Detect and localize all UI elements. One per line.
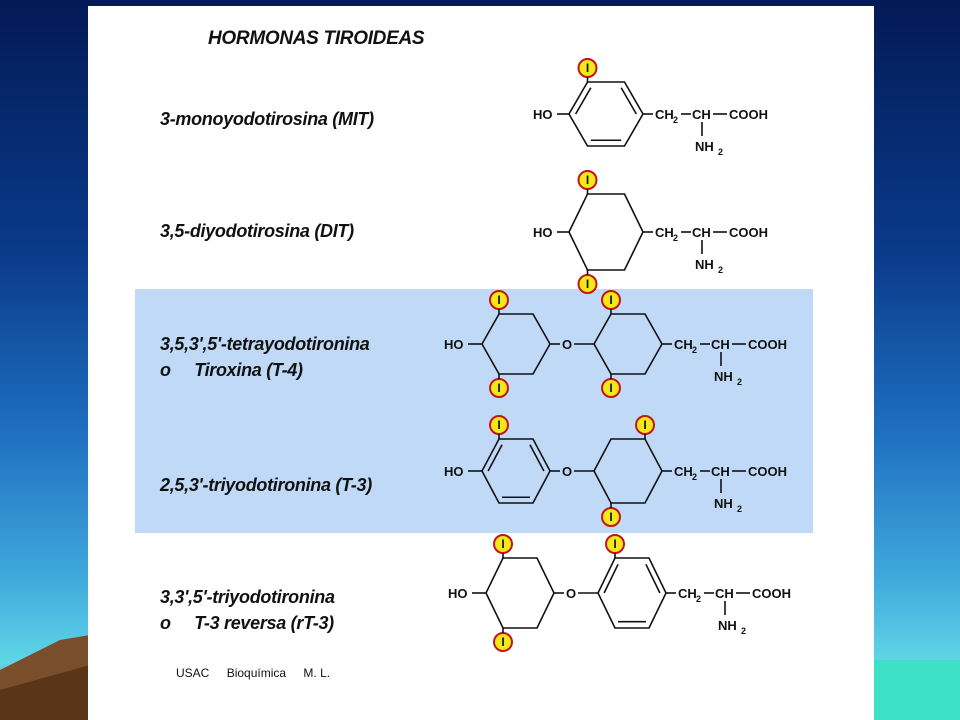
ether-oxygen-label: O [566,586,576,601]
svg-text:I: I [501,635,504,649]
credit-course: Bioquímica [226,666,287,680]
svg-text:I: I [586,277,589,291]
iodine-atom: I [493,534,513,554]
compound-line1: 3-monoyodotirosina (MIT) [160,109,374,129]
iodine-atom: I [489,378,509,398]
compound-name-t3: 2,5,3'-triyodotironina (T-3) [160,472,372,498]
inner-ring [593,438,663,504]
svg-text:I: I [586,61,589,75]
hydroxyl-label: HO [444,464,464,479]
nh-label: NH [714,496,733,511]
cooh-label: COOH [729,225,768,240]
compound-line1: 3,5,3',5'-tetrayodotironina [160,334,370,354]
svg-text:I: I [643,418,646,432]
tyrosine-ring [568,193,644,271]
nh-label: NH [714,369,733,384]
iodine-atom: I [577,274,598,294]
ch2-subscript: 2 [673,233,678,243]
svg-text:I: I [609,381,612,395]
cooh-label: COOH [748,337,787,352]
ch2-subscript: 2 [692,345,697,355]
compound-name-mit: 3-monoyodotirosina (MIT) [160,106,374,132]
outer-ring [485,557,555,629]
inner-ring [593,313,663,375]
iodine-atom: I [601,290,621,310]
inner-phenyl-ring [597,557,667,629]
svg-text:I: I [609,510,612,524]
nh-label: NH [718,618,737,633]
iodine-atom: I [489,415,509,435]
nh2-subscript: 2 [737,504,742,514]
ch2-label: CH [655,225,674,240]
hydroxyl-label: HO [533,225,553,240]
svg-text:I: I [609,293,612,307]
compound-name-dit: 3,5-diyodotirosina (DIT) [160,218,354,244]
compound-line2: o T-3 reversa (rT-3) [160,613,334,633]
nh2-subscript: 2 [737,377,742,387]
iodine-atom: I [601,378,621,398]
outer-ring [481,313,551,375]
svg-text:I: I [613,537,616,551]
ch2-subscript: 2 [696,594,701,604]
nh2-subscript: 2 [718,265,723,275]
svg-text:I: I [497,418,500,432]
iodine-atom: I [601,507,621,527]
cooh-label: COOH [748,464,787,479]
compound-name-t4: 3,5,3',5'-tetrayodotironina o Tiroxina (… [160,331,370,383]
compound-line2: o Tiroxina (T-4) [160,360,303,380]
highlight-band [135,289,813,533]
ch-label: CH [692,107,711,122]
cooh-label: COOH [752,586,791,601]
ch2-subscript: 2 [692,472,697,482]
iodine-atom: I [577,170,598,190]
iodine-atom: I [493,632,513,652]
ch2-label: CH [674,337,693,352]
iodine-atom: I [635,415,655,435]
ch2-label: CH [678,586,697,601]
nh-label: NH [695,257,714,272]
ether-oxygen-label: O [562,337,572,352]
slide-title: HORMONAS TIROIDEAS [208,28,425,49]
credit-author: M. L. [303,666,331,680]
iodine-atom: I [577,58,598,78]
cooh-label: COOH [729,107,768,122]
svg-text:I: I [497,293,500,307]
compound-line1: 3,3',5'-triyodotironina [160,587,335,607]
nh-label: NH [695,139,714,154]
ch2-label: CH [674,464,693,479]
outer-phenol-ring [481,438,551,504]
credit-line: USAC Bioquímica M. L. [176,666,344,680]
iodine-atom: I [605,534,625,554]
nh2-subscript: 2 [741,626,746,636]
ch-label: CH [692,225,711,240]
phenol-ring [568,81,644,147]
credit-org: USAC [176,666,210,680]
svg-text:I: I [497,381,500,395]
svg-text:I: I [586,173,589,187]
compound-line1: 3,5-diyodotirosina (DIT) [160,221,354,241]
hydroxyl-label: HO [444,337,464,352]
svg-text:I: I [501,537,504,551]
ch-label: CH [711,337,730,352]
ether-oxygen-label: O [562,464,572,479]
compound-line1: 2,5,3'-triyodotironina (T-3) [160,475,372,495]
compound-name-rt3: 3,3',5'-triyodotironina o T-3 reversa (r… [160,584,335,636]
hydroxyl-label: HO [448,586,468,601]
iodine-atom: I [489,290,509,310]
slide-panel: HORMONAS TIROIDEAS 3-monoyodotirosina (M… [88,6,874,720]
ch-label: CH [711,464,730,479]
nh2-subscript: 2 [718,147,723,157]
hydroxyl-label: HO [533,107,553,122]
ch-label: CH [715,586,734,601]
ch2-label: CH [655,107,674,122]
ch2-subscript: 2 [673,115,678,125]
